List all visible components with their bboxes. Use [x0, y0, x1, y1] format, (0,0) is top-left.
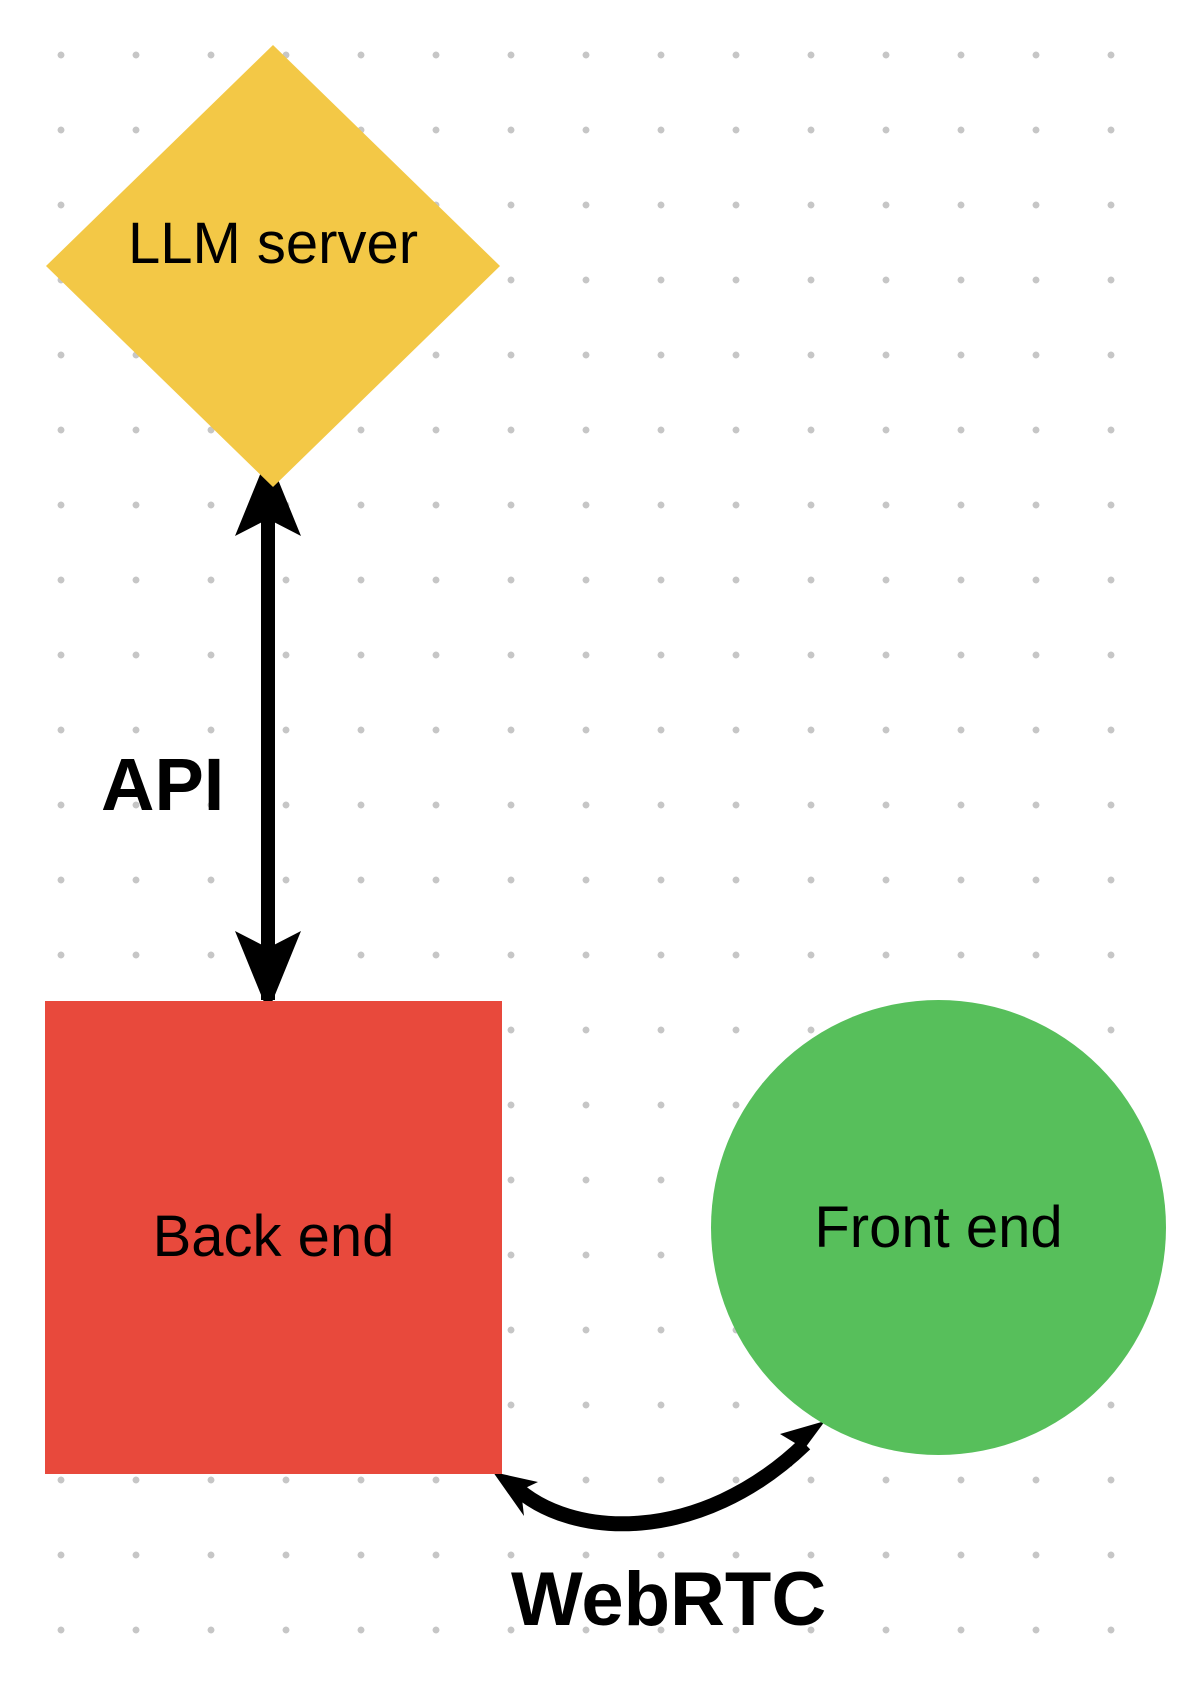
edge-label-webrtc: WebRTC	[511, 1557, 827, 1642]
api-connector[interactable]	[235, 455, 301, 1012]
node-llm-server-label: LLM server	[127, 211, 419, 276]
edge-label-api: API	[101, 743, 225, 826]
node-llm-server[interactable]	[46, 45, 500, 487]
webrtc-arrowhead-left-icon	[493, 1472, 538, 1516]
api-arrowhead-up-icon	[235, 455, 301, 536]
node-front-end-label: Front end	[814, 1195, 1063, 1260]
node-back-end-label: Back end	[152, 1204, 395, 1269]
webrtc-connector[interactable]	[493, 1421, 825, 1532]
node-back-end[interactable]	[45, 1001, 502, 1474]
webrtc-connector-curve	[507, 1438, 811, 1532]
node-front-end[interactable]	[711, 1000, 1166, 1455]
front-end-circle-shape	[711, 1000, 1166, 1455]
back-end-rect-shape	[45, 1001, 502, 1474]
webrtc-arrowhead-right-icon	[780, 1421, 825, 1467]
api-arrowhead-down-icon	[235, 931, 301, 1012]
